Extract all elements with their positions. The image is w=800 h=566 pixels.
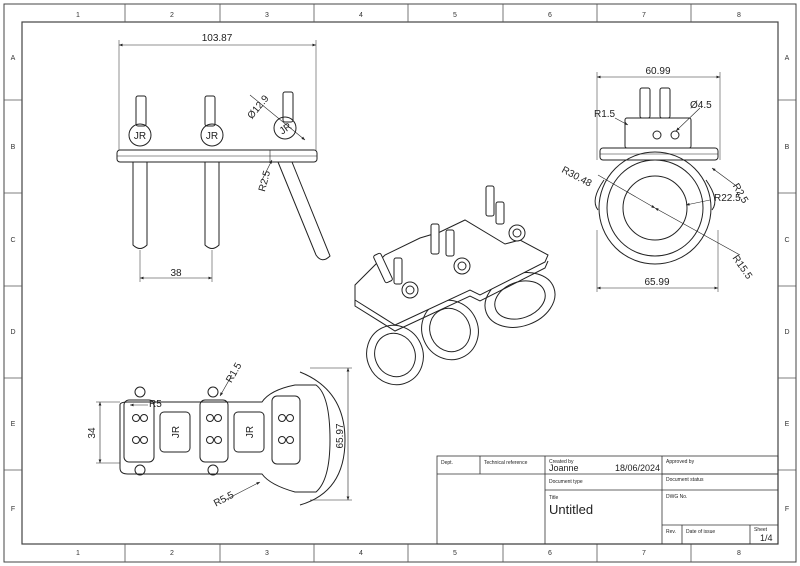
side-view <box>594 72 741 292</box>
jr-badge <box>128 123 152 147</box>
created-date-value: 18/06/2024 <box>615 463 660 473</box>
drawing-title: Untitled <box>549 502 593 517</box>
zone-label: E <box>785 421 790 428</box>
zone-label: 7 <box>642 550 646 557</box>
zone-label: 6 <box>548 12 552 19</box>
dwg-no-label: DWG No. <box>666 494 687 500</box>
top-view <box>96 367 352 506</box>
jr-badge-label: JR <box>171 426 182 438</box>
title-label: Title <box>549 495 558 501</box>
approved-by-label: Approved by <box>666 459 695 465</box>
zone-ticks <box>4 4 796 562</box>
pin-spacing-dimension: 38 <box>170 268 182 279</box>
outer-radius-dimension: R30.48 <box>560 165 594 190</box>
zone-label: 4 <box>359 12 363 19</box>
zone-label: 5 <box>453 12 457 19</box>
sheet-frame <box>3 3 797 563</box>
zone-label: 3 <box>265 12 269 19</box>
date-of-issue-label: Date of issue <box>686 529 715 535</box>
zone-label: C <box>784 237 789 244</box>
zone-label: F <box>785 506 789 513</box>
zone-labels-right: A B C D E F <box>784 55 789 513</box>
sheet-number: 1/4 <box>760 533 773 543</box>
top-view-labels: R1.5 R5 34 65.97 R5.5 JR JR <box>87 361 346 510</box>
bottom-radius-dimension: R5.5 <box>212 490 236 510</box>
pin-diameter-dimension: Ø12.9 <box>246 93 272 121</box>
jr-badge <box>200 123 224 147</box>
front-radius-dimension: R2.5 <box>257 169 273 193</box>
side-view-labels: 60.99 R1.5 Ø4.5 R30.48 R2.5 R22.5 R15.5 … <box>560 66 755 288</box>
front-view-labels: 103.87 Ø12.9 R2.5 38 JR JR JR <box>134 33 294 279</box>
zone-label: 6 <box>548 550 552 557</box>
ring-width-dimension: 65.99 <box>644 277 669 288</box>
zone-label: 1 <box>76 12 80 19</box>
zone-labels-top: 1 2 3 4 5 6 7 8 <box>76 12 741 19</box>
hole-diameter-dimension: Ø4.5 <box>690 100 712 111</box>
zone-label: 2 <box>170 550 174 557</box>
small-radius-dimension: R1.5 <box>594 109 616 120</box>
zone-label: D <box>784 329 789 336</box>
zone-label: 5 <box>453 550 457 557</box>
side-width-dimension: 60.99 <box>645 66 670 77</box>
jr-badge-label: JR <box>278 121 294 137</box>
zone-label: C <box>10 237 15 244</box>
created-by-value: Joanne <box>549 463 579 473</box>
zone-label: 1 <box>76 550 80 557</box>
zone-label: A <box>785 55 790 62</box>
ring-radius-dimension: R15.5 <box>730 253 755 282</box>
zone-label: F <box>11 506 15 513</box>
inner-radius-dimension: R22.5 <box>714 193 741 204</box>
zone-label: 4 <box>359 550 363 557</box>
zone-label: D <box>10 329 15 336</box>
zone-label: B <box>11 144 16 151</box>
front-width-dimension: 103.87 <box>202 33 233 44</box>
left-height-dimension: 34 <box>87 427 98 439</box>
title-block-text: Dept. Technical reference Created by Joa… <box>441 459 773 543</box>
isometric-view <box>354 185 556 386</box>
zone-label: 8 <box>737 12 741 19</box>
created-by-label: Created by <box>549 459 574 465</box>
top-radius-dimension: R1.5 <box>224 361 244 385</box>
zone-label: B <box>785 144 790 151</box>
zone-label: 8 <box>737 550 741 557</box>
dept-label: Dept. <box>441 460 453 466</box>
slot-radius-dimension: R5 <box>149 399 162 410</box>
zone-label: A <box>11 55 16 62</box>
title-block <box>436 455 779 545</box>
front-view <box>116 40 331 282</box>
jr-badge-label: JR <box>134 131 146 142</box>
right-height-dimension: 65.97 <box>335 423 346 448</box>
zone-labels-left: A B C D E F <box>10 55 15 513</box>
rev-label: Rev. <box>666 529 676 535</box>
zone-label: E <box>11 421 16 428</box>
zone-labels-bottom: 1 2 3 4 5 6 7 8 <box>76 550 741 557</box>
tech-ref-label: Technical reference <box>484 460 528 466</box>
jr-badge-label: JR <box>206 131 218 142</box>
jr-badge <box>273 116 297 140</box>
zone-label: 7 <box>642 12 646 19</box>
jr-badge-label: JR <box>245 426 256 438</box>
sheet-label: Sheet <box>754 527 768 533</box>
zone-label: 2 <box>170 12 174 19</box>
document-status-label: Document status <box>666 477 704 483</box>
document-type-label: Document type <box>549 479 583 485</box>
zone-label: 3 <box>265 550 269 557</box>
